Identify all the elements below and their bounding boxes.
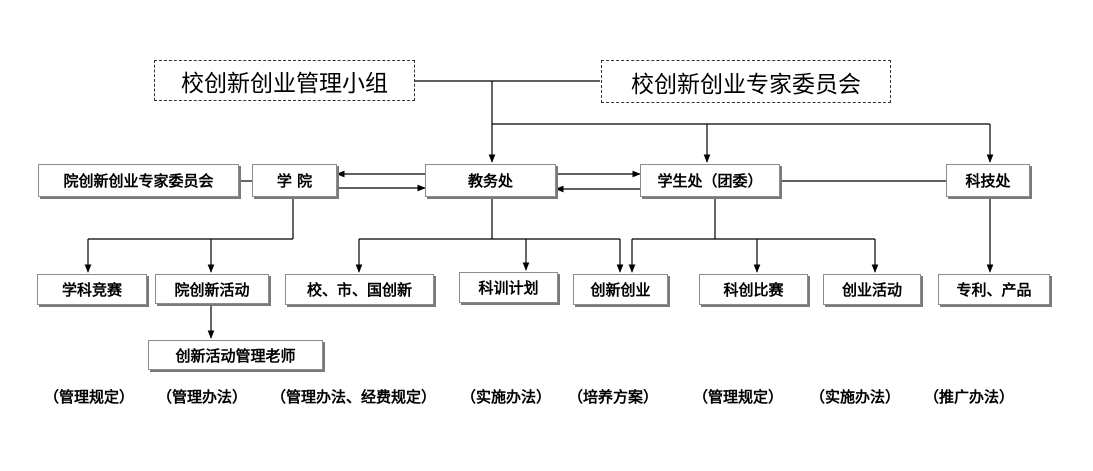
academic-affairs-box: 教务处 xyxy=(425,164,556,197)
leading-group-box: 校创新创业管理小组 xyxy=(154,60,415,101)
expert-committee-box: 校创新创业专家委员会 xyxy=(601,60,891,103)
college-activity-box: 院创新活动 xyxy=(155,274,269,304)
discipline-contest-box: 学科竞赛 xyxy=(37,274,147,305)
research-training-box: 科训计划 xyxy=(459,272,558,303)
note-innovation-entrepreneurship: （培养方案） xyxy=(568,388,659,406)
innovation-entrepreneurship-box: 创新创业 xyxy=(573,274,668,305)
sci-tech-box: 科技处 xyxy=(946,164,1030,197)
note-discipline-contest: （管理规定） xyxy=(44,388,135,406)
college-box: 学 院 xyxy=(252,164,337,197)
note-innovation-projects: （管理办法、经费规定） xyxy=(271,388,437,406)
patent-product-box: 专利、产品 xyxy=(938,274,1050,305)
entrepreneurship-activity-box: 创业活动 xyxy=(823,274,921,305)
innovation-projects-box: 校、市、国创新 xyxy=(285,274,434,305)
note-research-training: （实施办法） xyxy=(461,388,552,406)
note-patent-product: （推广办法） xyxy=(924,388,1015,406)
note-innovation-contest: （管理规定） xyxy=(693,388,784,406)
student-affairs-box: 学生处（团委） xyxy=(640,164,780,197)
activity-teacher-box: 创新活动管理老师 xyxy=(148,340,323,370)
note-college-activity: （管理办法） xyxy=(157,388,248,406)
note-entrepreneurship-activity: （实施办法） xyxy=(810,388,901,406)
college-expert-committee-box: 院创新创业专家委员会 xyxy=(38,164,239,197)
innovation-contest-box: 科创比赛 xyxy=(699,274,808,305)
